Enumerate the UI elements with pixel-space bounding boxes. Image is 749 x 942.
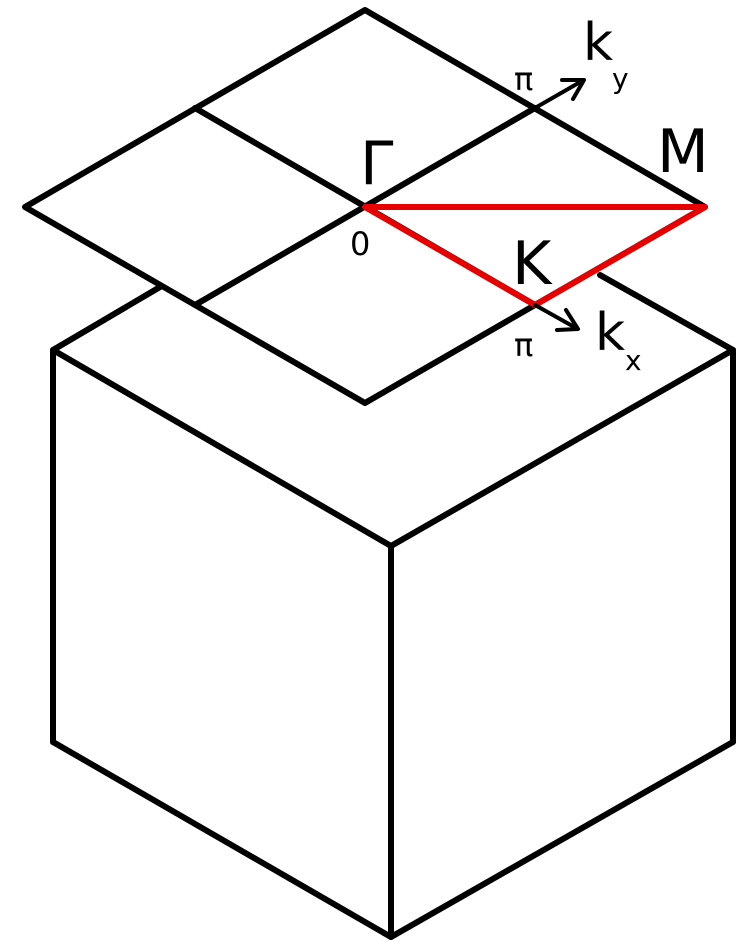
kx-arrow	[533, 303, 580, 332]
cube-top-front-left-edge	[50, 347, 394, 549]
ky-arrow-shaft	[533, 79, 584, 110]
k-point-label: K	[512, 229, 553, 299]
cube	[50, 272, 736, 940]
origin-label: 0	[350, 225, 370, 263]
ky-arrow-head	[560, 78, 586, 101]
cube-bottom-right-edge	[388, 739, 736, 940]
kx-arrow-shaft	[533, 303, 578, 330]
m-point-label: M	[657, 117, 709, 187]
cube-top-back-right-edge	[597, 272, 736, 353]
ky-pi-label: π	[514, 60, 533, 98]
ky-arrow	[533, 78, 586, 110]
kx-axis-subscript: x	[625, 344, 642, 377]
cube-bottom-left-edge	[50, 739, 394, 940]
cube-top-front-right-edge	[388, 347, 736, 549]
kx-arrow-head	[555, 308, 580, 332]
kx-pi-label: π	[514, 326, 533, 364]
cube-top-back-left-edge	[50, 284, 163, 353]
high-symmetry-path	[362, 204, 708, 308]
ky-axis-subscript: y	[612, 62, 629, 95]
ky-axis-label: k	[583, 13, 613, 73]
kx-axis-label: k	[595, 303, 625, 363]
gamma-point-label: Γ	[360, 129, 394, 199]
